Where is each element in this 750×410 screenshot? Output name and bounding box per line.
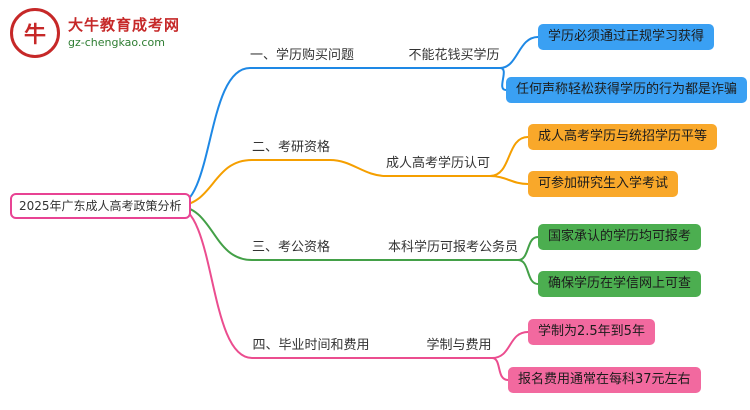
branch-3-label: 三、考公资格 [252,237,330,261]
branch-3-leaf-1: 国家承认的学历均可报考 [538,224,702,250]
branch-2-leaf-1: 成人高考学历与统招学历平等 [528,124,718,150]
root-node: 2025年广东成人高考政策分析 [10,193,191,219]
branch-1-leaf-1: 学历必须通过正规学习获得 [538,24,715,50]
branch-3-topic: 本科学历可报考公务员 [388,237,518,261]
bull-glyph: 牛 [23,23,46,48]
logo-subtitle: gz-chengkao.com [68,35,165,49]
branch-1-leaf-2: 任何声称轻松获得学历的行为都是诈骗 [506,77,748,103]
branch-3-leaf-2: 确保学历在学信网上可查 [538,271,702,297]
branch-1-topic: 不能花钱买学历 [408,45,500,69]
branch-1-label: 一、学历购买问题 [250,45,354,69]
branch-4-label: 四、毕业时间和费用 [252,335,370,359]
branch-4-leaf-2: 报名费用通常在每科37元左右 [508,367,701,393]
logo-text: 大牛教育成考网 gz-chengkao.com [68,16,180,50]
logo-title: 大牛教育成考网 [68,16,181,35]
branch-2-label: 二、考研资格 [252,137,330,161]
site-logo: 牛 大牛教育成考网 gz-chengkao.com [10,8,180,58]
bull-logo-icon: 牛 [10,8,60,58]
branch-2-topic: 成人高考学历认可 [386,153,490,177]
branch-4-topic: 学制与费用 [426,335,492,359]
branch-4-leaf-1: 学制为2.5年到5年 [528,319,655,345]
branch-2-leaf-2: 可参加研究生入学考试 [528,171,679,197]
